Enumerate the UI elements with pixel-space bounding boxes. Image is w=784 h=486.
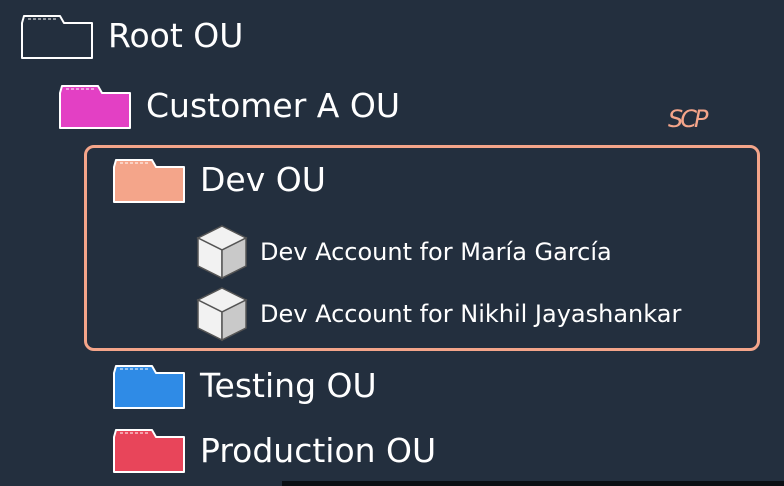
cube-icon [196,287,248,342]
scp-tag: SCP [668,105,709,133]
cube-icon [196,225,248,280]
root-ou-label: Root OU [108,16,244,55]
dev-ou-label: Dev OU [200,160,326,199]
production-folder-icon [113,429,185,473]
scp-boundary [84,145,760,351]
account-label-maria: Dev Account for María García [260,238,612,266]
testing-ou-label: Testing OU [200,366,377,405]
root-folder-icon [21,15,93,59]
account-label-nikhil: Dev Account for Nikhil Jayashankar [260,300,682,328]
production-ou-label: Production OU [200,431,437,470]
customer-folder-icon [59,85,131,129]
customer-ou-label: Customer A OU [146,86,400,125]
video-progress-track [282,481,784,486]
testing-folder-icon [113,365,185,409]
dev-folder-icon [113,159,185,203]
